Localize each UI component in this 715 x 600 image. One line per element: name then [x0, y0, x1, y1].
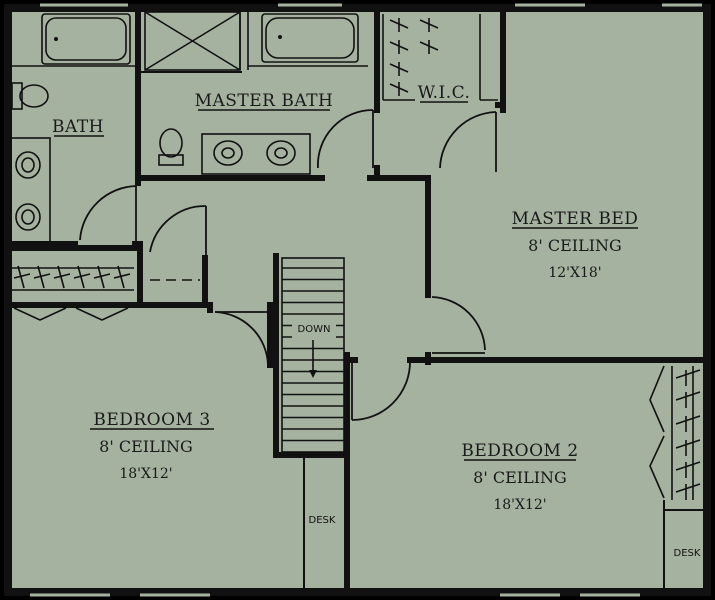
exterior-walls — [4, 3, 711, 597]
master-bed-label: MASTER BED — [512, 209, 639, 229]
desk-label-left: DESK — [309, 515, 336, 526]
bedroom3-ceiling: 8' CEILING — [99, 437, 193, 456]
fixtures — [8, 8, 368, 243]
staircase — [281, 257, 345, 453]
wic-label: W.I.C. — [418, 83, 471, 103]
desk-label-right: DESK — [674, 548, 701, 559]
master-bed-ceiling: 8' CEILING — [528, 236, 622, 255]
stairs-down-label: DOWN — [298, 324, 331, 335]
interior-walls — [5, 5, 710, 595]
bath-label: BATH — [52, 117, 104, 137]
bedroom3-label: BEDROOM 3 — [93, 410, 210, 430]
bedroom2-ceiling: 8' CEILING — [473, 468, 567, 487]
bedroom2-size: 18'X12' — [493, 497, 546, 513]
master-bed-size: 12'X18' — [548, 265, 601, 281]
closets — [10, 14, 701, 500]
master-bath-label: MASTER BATH — [195, 91, 334, 111]
doors — [79, 109, 497, 421]
bedroom3-size: 18'X12' — [119, 466, 172, 482]
floor — [4, 4, 711, 596]
bedroom2-label: BEDROOM 2 — [461, 441, 578, 461]
